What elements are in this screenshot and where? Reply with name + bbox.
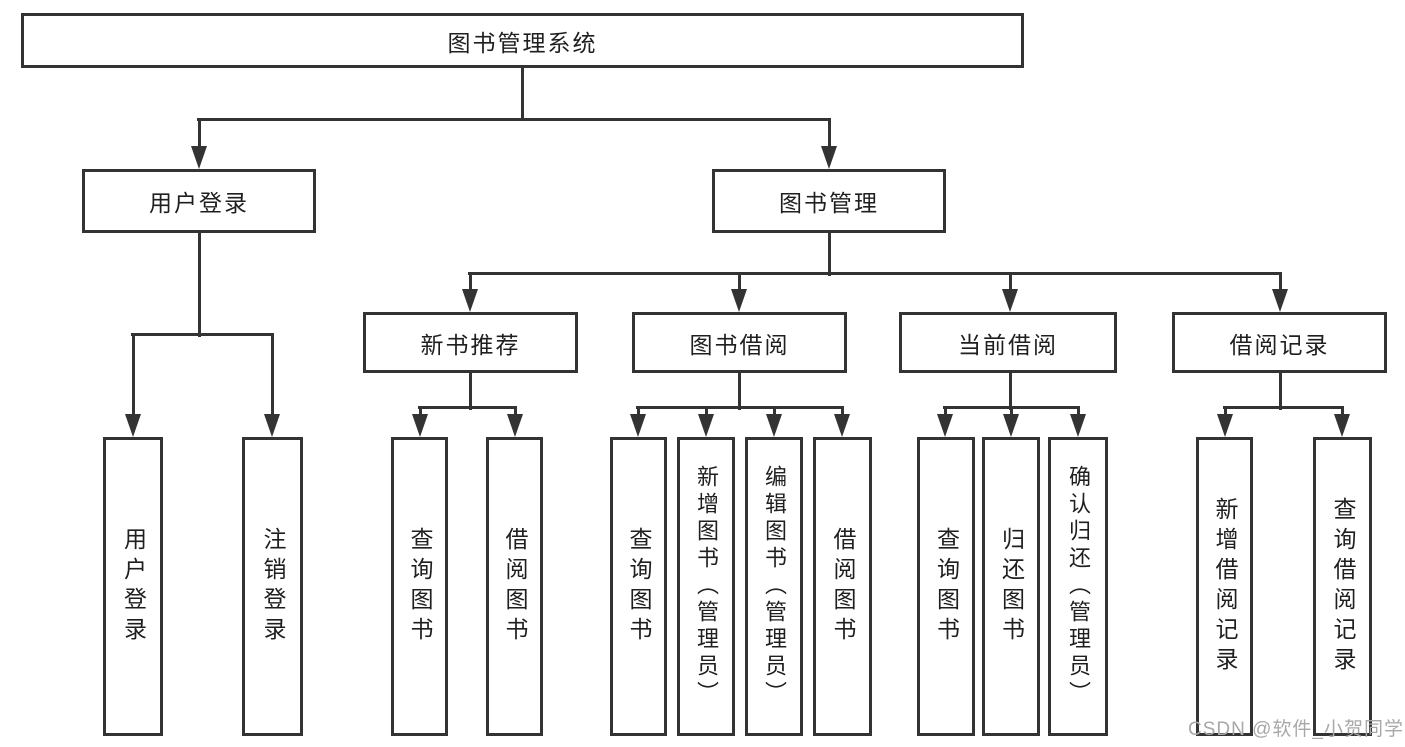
- node-book-borrow: 图书借阅: [632, 312, 847, 373]
- leaf-add-borrow-record: 新增借阅记录: [1196, 437, 1253, 736]
- node-borrow-records: 借阅记录: [1172, 312, 1387, 373]
- connector-vline: [1008, 373, 1012, 410]
- connector-vline: [827, 119, 831, 152]
- connector-vline: [468, 373, 472, 410]
- leaf-query-books-recommend-label: 查询图书: [407, 526, 433, 647]
- leaf-query-books-borrow-label: 查询图书: [626, 526, 652, 647]
- leaf-query-books-current: 查询图书: [917, 437, 975, 736]
- node-current-borrow-label: 当前借阅: [958, 331, 1058, 358]
- connector-vline: [270, 334, 274, 418]
- leaf-borrow-books-2: 借阅图书: [813, 437, 872, 736]
- connector-vline: [468, 273, 472, 294]
- connector-hline: [1223, 405, 1344, 409]
- arrowhead-down-icon: [462, 289, 478, 312]
- node-user-login: 用户登录: [82, 169, 316, 233]
- connector-vline: [513, 407, 517, 419]
- connector-vline: [827, 233, 831, 276]
- arrowhead-down-icon: [507, 414, 523, 437]
- connector-vline: [1340, 407, 1344, 419]
- node-root-label: 图书管理系统: [447, 29, 598, 56]
- leaf-add-borrow-record-label: 新增借阅记录: [1212, 496, 1238, 677]
- watermark: CSDN @软件_小贺同学: [1188, 719, 1404, 740]
- leaf-query-books-borrow: 查询图书: [610, 437, 667, 736]
- node-root: 图书管理系统: [21, 13, 1024, 68]
- connector-vline: [197, 233, 201, 337]
- leaf-edit-book-admin: 编辑图书（管理员）: [745, 437, 803, 736]
- connector-vline: [1278, 373, 1282, 410]
- arrowhead-down-icon: [630, 414, 646, 437]
- node-new-book-recommend-label: 新书推荐: [420, 331, 521, 358]
- connector-vline: [636, 407, 640, 419]
- connector-hline: [418, 405, 517, 409]
- connector-hline: [636, 405, 844, 409]
- arrowhead-down-icon: [731, 289, 747, 312]
- connector-vline: [840, 407, 844, 419]
- leaf-query-books-recommend: 查询图书: [391, 437, 448, 736]
- leaf-logout: 注销登录: [242, 437, 303, 736]
- node-borrow-records-label: 借阅记录: [1229, 331, 1330, 358]
- connector-hline: [197, 117, 831, 121]
- arrowhead-down-icon: [191, 146, 207, 169]
- leaf-confirm-return-admin-label: 确认归还（管理员）: [1066, 465, 1091, 708]
- leaf-query-borrow-record: 查询借阅记录: [1313, 437, 1372, 736]
- node-book-borrow-label: 图书借阅: [689, 331, 790, 358]
- arrowhead-down-icon: [412, 414, 428, 437]
- connector-vline: [943, 407, 947, 419]
- leaf-query-borrow-record-label: 查询借阅记录: [1330, 496, 1356, 677]
- connector-vline: [772, 407, 776, 419]
- connector-hline: [943, 405, 1080, 409]
- leaf-borrow-books-recommend: 借阅图书: [486, 437, 543, 736]
- arrowhead-down-icon: [1272, 289, 1288, 312]
- leaf-return-book-label: 归还图书: [998, 526, 1025, 647]
- node-new-book-recommend: 新书推荐: [363, 312, 578, 373]
- connector-vline: [131, 334, 135, 418]
- connector-vline: [1009, 407, 1013, 419]
- arrowhead-down-icon: [1070, 414, 1086, 437]
- leaf-user-login: 用户登录: [103, 437, 163, 736]
- leaf-borrow-books-2-label: 借阅图书: [830, 526, 856, 647]
- leaf-logout-label: 注销登录: [260, 526, 286, 647]
- arrowhead-down-icon: [1003, 414, 1019, 437]
- connector-vline: [1076, 407, 1080, 419]
- leaf-confirm-return-admin: 确认归还（管理员）: [1048, 437, 1108, 736]
- arrowhead-down-icon: [766, 414, 782, 437]
- node-book-management: 图书管理: [712, 169, 946, 233]
- connector-vline: [737, 273, 741, 294]
- connector-vline: [418, 407, 422, 419]
- connector-hline: [468, 271, 1282, 275]
- arrowhead-down-icon: [1217, 414, 1233, 437]
- arrowhead-down-icon: [821, 146, 837, 169]
- node-book-management-label: 图书管理: [779, 190, 879, 216]
- connector-hline: [131, 332, 274, 336]
- arrowhead-down-icon: [937, 414, 953, 437]
- leaf-add-book-admin-label: 新增图书（管理员）: [694, 465, 719, 708]
- leaf-query-books-current-label: 查询图书: [933, 526, 960, 647]
- connector-vline: [197, 119, 201, 152]
- arrowhead-down-icon: [834, 414, 850, 437]
- connector-vline: [1223, 407, 1227, 419]
- node-user-login-label: 用户登录: [149, 190, 249, 216]
- leaf-borrow-books-recommend-label: 借阅图书: [502, 526, 528, 647]
- connector-vline: [1008, 273, 1012, 294]
- leaf-add-book-admin: 新增图书（管理员）: [677, 437, 735, 736]
- leaf-edit-book-admin-label: 编辑图书（管理员）: [762, 465, 787, 708]
- connector-vline: [520, 68, 524, 121]
- arrowhead-down-icon: [698, 414, 714, 437]
- arrowhead-down-icon: [1002, 289, 1018, 312]
- connector-vline: [1278, 273, 1282, 294]
- arrowhead-down-icon: [264, 414, 280, 437]
- leaf-user-login-label: 用户登录: [120, 526, 147, 647]
- connector-vline: [737, 373, 741, 410]
- node-current-borrow: 当前借阅: [899, 312, 1117, 373]
- arrowhead-down-icon: [125, 414, 141, 437]
- leaf-return-book: 归还图书: [982, 437, 1040, 736]
- connector-vline: [704, 407, 708, 419]
- arrowhead-down-icon: [1334, 414, 1350, 437]
